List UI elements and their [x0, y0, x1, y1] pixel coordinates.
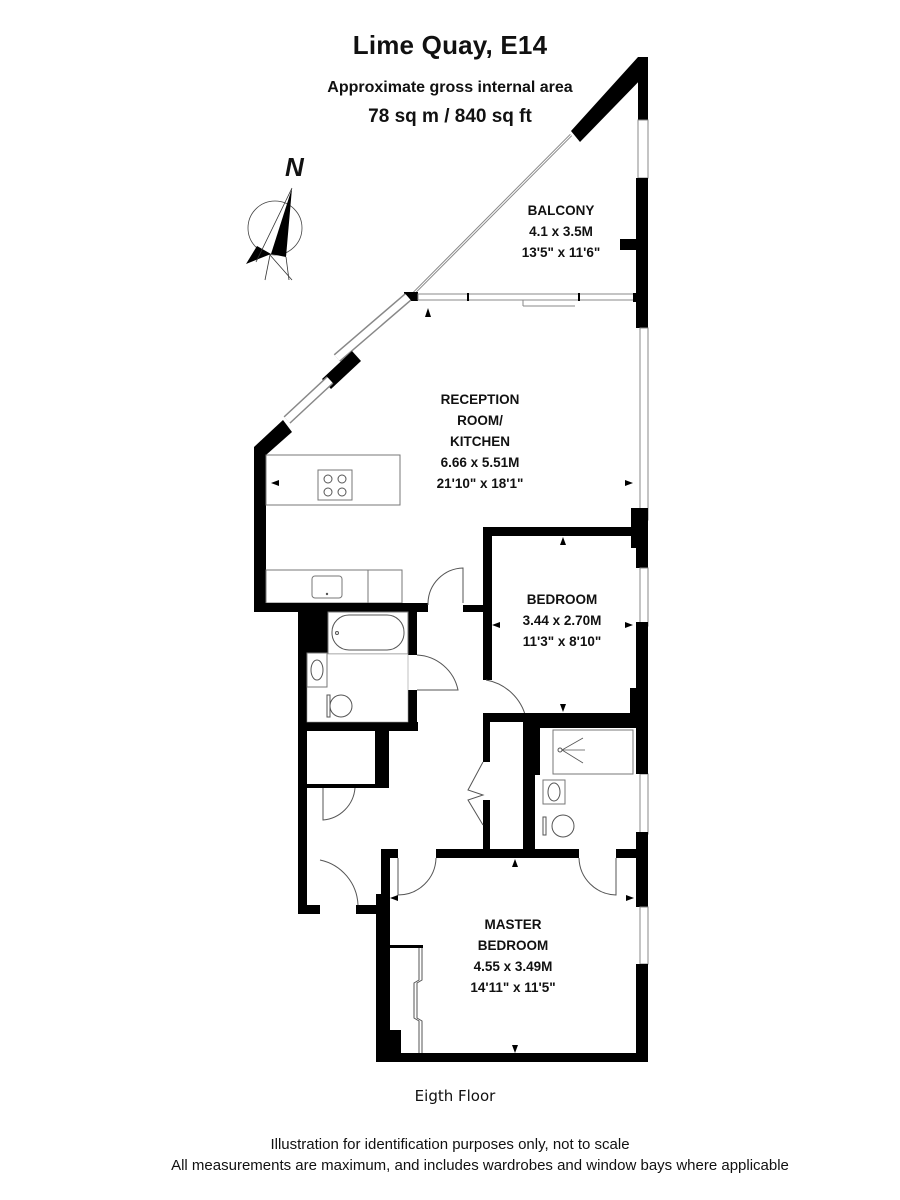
plan-subtitle: Approximate gross internal area — [327, 79, 573, 96]
north-arrow-icon — [246, 187, 303, 281]
kitchen-sink-icon — [311, 575, 343, 599]
gross-area: 78 sq m / 840 sq ft — [368, 106, 532, 127]
wardrobe-sliding-doors-icon — [386, 945, 423, 1053]
room-label-bedroom: BEDROOM 3.44 x 2.70M 11'3" x 8'10" — [522, 592, 602, 649]
basin-icon — [306, 652, 328, 688]
room-label-master-bedroom: MASTER BEDROOM 4.55 x 3.49M 14'11" x 11'… — [470, 917, 556, 995]
floor-label: Eigth Floor — [414, 1087, 496, 1105]
hallway-walls — [298, 722, 490, 914]
shower-icon — [552, 729, 634, 775]
room-label-reception-kitchen: RECEPTION ROOM/ KITCHEN 6.66 x 5.51M 21'… — [436, 392, 524, 491]
hob-icon — [317, 469, 353, 501]
bathroom-walls — [298, 603, 459, 911]
disclaimer-line-2: All measurements are maximum, and includ… — [171, 1157, 789, 1174]
basin-icon — [542, 779, 566, 805]
plan-title: Lime Quay, E14 — [352, 30, 548, 60]
dimension-markers — [271, 308, 634, 1053]
balcony-outline — [404, 57, 649, 328]
reception-walls — [254, 293, 649, 722]
room-label-balcony: BALCONY 4.1 x 3.5M 13'5" x 11'6" — [521, 203, 601, 260]
master-bedroom-walls — [319, 849, 649, 1062]
bathtub-icon — [327, 611, 409, 655]
toilet-icon — [326, 694, 353, 718]
disclaimer-line-1: Illustration for identification purposes… — [270, 1136, 630, 1153]
compass-north-label: N — [285, 152, 304, 182]
toilet-icon — [542, 814, 575, 838]
